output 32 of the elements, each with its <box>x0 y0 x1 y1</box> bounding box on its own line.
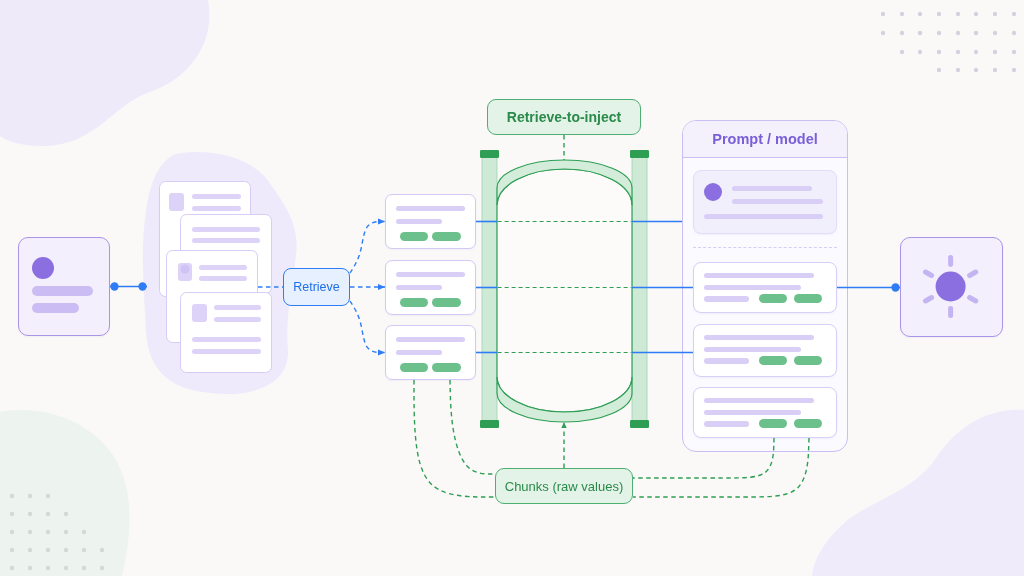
dashed-line <box>257 286 284 288</box>
panel-header: Prompt / model <box>683 121 847 158</box>
content-card <box>385 260 476 315</box>
content-card <box>692 169 837 234</box>
output-card <box>900 237 1003 337</box>
connector-line <box>475 286 498 289</box>
content-card <box>692 261 837 313</box>
dashed-arrow <box>349 218 386 274</box>
dashed-arrow <box>561 421 567 469</box>
connector-line <box>109 282 148 291</box>
connector-line <box>475 351 498 354</box>
dashed-arrow <box>349 300 386 356</box>
dashed-line <box>563 134 565 161</box>
content-card <box>385 325 476 380</box>
dashed-arrow <box>349 283 386 291</box>
content-card <box>385 194 476 249</box>
label-box: Chunks (raw values) <box>495 468 633 504</box>
dashed-line <box>413 379 496 498</box>
process-box: Retrieve <box>283 268 350 306</box>
content-card <box>692 323 837 377</box>
panel <box>682 120 848 452</box>
dashed-line <box>632 437 775 479</box>
connector-line <box>475 220 498 223</box>
connector-line <box>631 286 694 289</box>
dashed-line <box>632 437 810 498</box>
content-card <box>692 386 837 438</box>
profile-card <box>18 237 110 336</box>
connector-line <box>631 351 694 354</box>
label-box: Retrieve-to-inject <box>487 99 641 135</box>
connector-line <box>631 220 683 223</box>
capsule-ring <box>497 160 632 422</box>
connector-line <box>836 283 901 292</box>
